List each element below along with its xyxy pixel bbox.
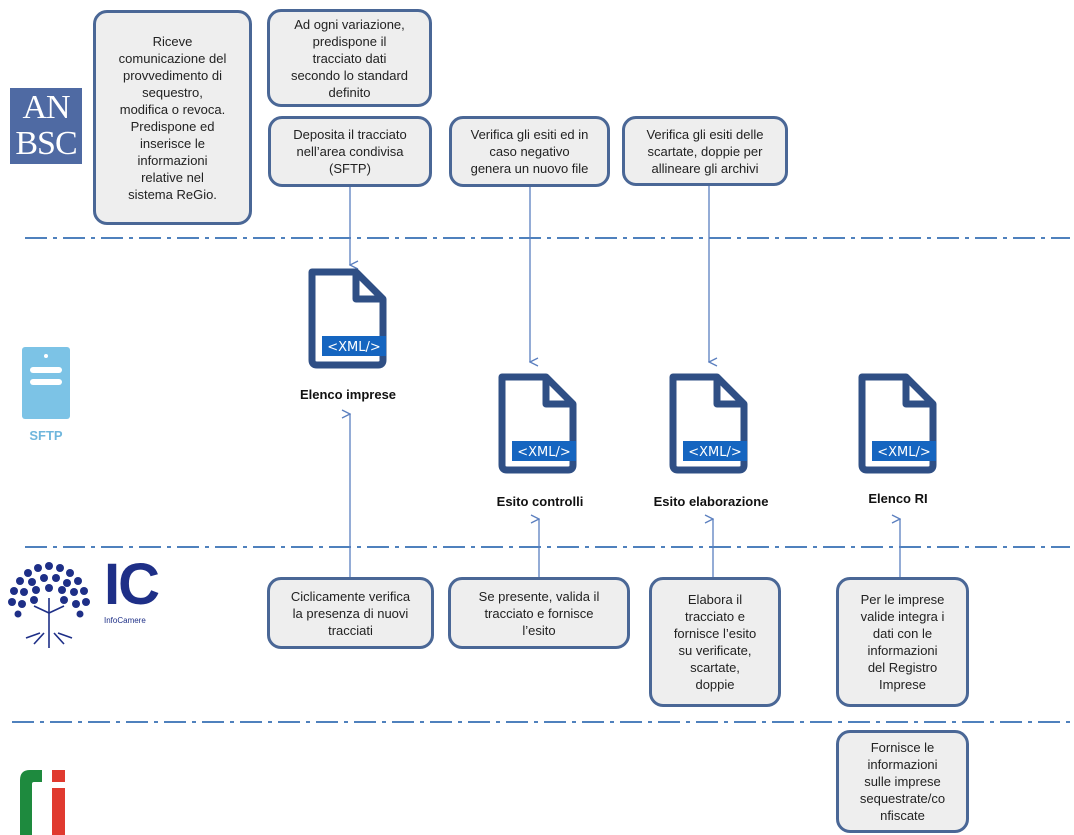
doc-label-elenco-imprese: Elenco imprese — [299, 387, 397, 402]
box-anbsc-prepare: Ad ogni variazione, predispone il tracci… — [267, 9, 432, 107]
box-anbsc-verify-outcome-text: Verifica gli esiti ed in caso negativo g… — [470, 127, 589, 176]
box-anbsc-receive-text: Riceve comunicazione del provvedimento d… — [118, 33, 227, 202]
ri-logo — [20, 770, 65, 835]
box-ic-process: Elabora il tracciato e fornisce l’esito … — [649, 577, 781, 707]
box-anbsc-receive: Riceve comunicazione del provvedimento d… — [93, 10, 252, 225]
doc-label-elenco-ri: Elenco RI — [868, 491, 928, 506]
box-ri-provide-text: Fornisce le informazioni sulle imprese s… — [859, 740, 946, 823]
sftp-caption: SFTP — [29, 428, 63, 443]
anbsc-logo-line2: BSC — [15, 125, 77, 162]
box-ic-check-text: Ciclicamente verifica la presenza di nuo… — [290, 588, 411, 638]
box-anbsc-deposit: Deposita il tracciato nell’area condivis… — [268, 116, 432, 187]
doc-label-esito-elaborazione: Esito elaborazione — [653, 494, 769, 509]
tree-logo — [8, 562, 90, 648]
box-anbsc-verify-discarded-text: Verifica gli esiti delle scartate, doppi… — [646, 126, 764, 176]
box-ic-integrate: Per le imprese valide integra i dati con… — [836, 577, 969, 707]
anbsc-logo: AN BSC — [10, 88, 82, 164]
anbsc-logo-line1: AN — [22, 89, 70, 126]
box-ic-integrate-text: Per le imprese valide integra i dati con… — [860, 592, 945, 692]
box-anbsc-verify-discarded: Verifica gli esiti delle scartate, doppi… — [622, 116, 788, 186]
xml-badge: <XML/> — [517, 445, 571, 460]
xml-badge: <XML/> — [688, 445, 742, 460]
xml-badge: <XML/> — [327, 340, 381, 355]
xml-file-icon-elenco-ri: <XML/> — [858, 373, 937, 474]
box-anbsc-verify-outcome: Verifica gli esiti ed in caso negativo g… — [449, 116, 610, 187]
box-ic-check: Ciclicamente verifica la presenza di nuo… — [267, 577, 434, 649]
box-anbsc-prepare-text: Ad ogni variazione, predispone il tracci… — [290, 16, 409, 100]
infocamere-caption: InfoCamere — [104, 616, 146, 625]
box-ri-provide: Fornisce le informazioni sulle imprese s… — [836, 730, 969, 833]
xml-badge: <XML/> — [877, 445, 931, 460]
xml-file-icon-esito-controlli: <XML/> — [498, 373, 577, 474]
box-ic-validate: Se presente, valida il tracciato e forni… — [448, 577, 630, 649]
xml-file-icon-elenco-imprese: <XML/> — [308, 268, 387, 369]
xml-file-icon-esito-elaborazione: <XML/> — [669, 373, 748, 474]
doc-label-esito-controlli: Esito controlli — [496, 494, 584, 509]
box-ic-validate-text: Se presente, valida il tracciato e forni… — [478, 588, 600, 638]
box-ic-process-text: Elabora il tracciato e fornisce l’esito … — [673, 592, 757, 692]
server-icon — [22, 347, 70, 419]
box-anbsc-deposit-text: Deposita il tracciato nell’area condivis… — [293, 127, 407, 176]
infocamere-letters: IC — [104, 552, 160, 617]
